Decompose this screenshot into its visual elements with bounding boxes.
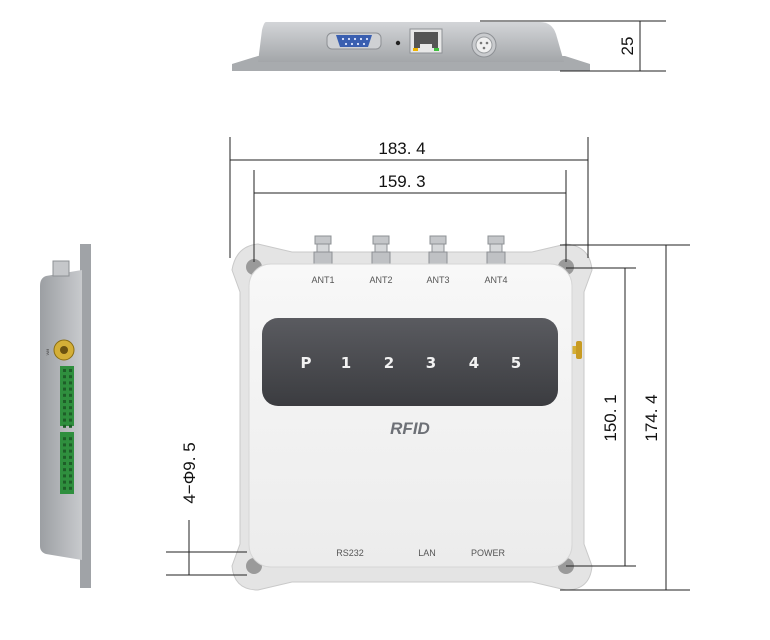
terminal-pin — [63, 418, 66, 422]
device-body — [248, 263, 573, 568]
bottom-port-label: POWER — [471, 548, 506, 558]
dimension-overall-height-label: 174. 4 — [642, 394, 661, 441]
indicator-label: 2 — [384, 354, 394, 372]
terminal-pin — [63, 393, 66, 397]
dimension-mount-hole-label: 4−Φ9. 5 — [180, 442, 199, 503]
bottom-port-label: LAN — [418, 548, 436, 558]
antenna-connectors — [313, 235, 506, 265]
bottom-port-labels: RS232 LAN POWER — [336, 548, 505, 558]
antenna-label: ANT1 — [311, 275, 334, 285]
terminal-pin — [63, 455, 66, 459]
antenna-label: ANT4 — [484, 275, 507, 285]
rj45-port-icon — [409, 28, 443, 54]
terminal-pin — [63, 468, 66, 472]
terminal-block-upper — [60, 366, 74, 426]
sma-connector-icon — [313, 235, 333, 265]
db9-connector-icon — [326, 32, 382, 50]
side-view-top-connector — [52, 260, 70, 277]
reset-hole-icon — [395, 40, 401, 46]
terminal-pin — [63, 474, 66, 478]
terminal-pin — [69, 387, 72, 391]
terminal-pin — [63, 443, 66, 447]
dimension-overall-width-label: 183. 4 — [378, 139, 425, 158]
side-wifi-label: Wifi — [45, 349, 50, 356]
top-view: 25 — [232, 20, 666, 72]
terminal-pin — [69, 375, 72, 379]
sma-connector-icon — [428, 235, 448, 265]
sma-connector-icon — [486, 235, 506, 265]
indicator-label: 4 — [469, 354, 479, 372]
terminal-pin — [69, 443, 72, 447]
terminal-pin — [63, 424, 66, 428]
indicator-label: 1 — [341, 354, 351, 372]
terminal-pin — [69, 424, 72, 428]
terminal-pin — [63, 486, 66, 490]
bottom-port-label: RS232 — [336, 548, 364, 558]
terminal-pin — [63, 387, 66, 391]
terminal-pin — [63, 369, 66, 372]
terminal-pin — [69, 486, 72, 490]
indicator-panel — [262, 318, 558, 406]
antenna-label: ANT2 — [369, 275, 392, 285]
terminal-pin — [69, 468, 72, 472]
terminal-pin — [69, 406, 72, 410]
coax-connector-icon — [53, 339, 75, 361]
indicator-label: 5 — [511, 354, 521, 372]
terminal-pin — [69, 480, 72, 484]
terminal-pin — [63, 375, 66, 379]
terminal-pin — [63, 437, 66, 441]
terminal-pin — [69, 418, 72, 422]
brand-logo-text: RFID — [390, 419, 430, 438]
terminal-pin — [63, 462, 66, 465]
antenna-label: ANT3 — [426, 275, 449, 285]
terminal-pin — [69, 474, 72, 478]
dimension-height-top-label: 25 — [618, 37, 637, 56]
dimension-height-top — [480, 20, 666, 72]
terminal-pin — [69, 393, 72, 397]
terminal-pin — [63, 480, 66, 484]
indicator-labels: P 1 2 3 4 5 — [301, 354, 522, 372]
power-connector-icon — [471, 32, 497, 58]
side-view: Wifi — [40, 244, 91, 588]
terminal-pin — [63, 449, 66, 453]
terminal-pin — [69, 369, 72, 372]
terminal-pin — [63, 400, 66, 403]
terminal-pin — [69, 455, 72, 459]
dimension-hole-spacing-height-label: 150. 1 — [601, 394, 620, 441]
side-view-flange — [80, 244, 91, 588]
indicator-label: P — [301, 354, 312, 372]
terminal-pin — [69, 412, 72, 416]
antenna-labels: ANT1 ANT2 ANT3 ANT4 — [311, 275, 507, 285]
dimension-lines — [166, 137, 690, 591]
terminal-pin — [69, 381, 72, 385]
sma-connector-icon — [371, 235, 391, 265]
terminal-pin — [63, 406, 66, 410]
terminal-pin — [69, 449, 72, 453]
terminal-pin — [63, 412, 66, 416]
dimension-hole-spacing-width-label: 159. 3 — [378, 172, 425, 191]
terminal-pin — [69, 462, 72, 465]
front-view: ANT1 ANT2 ANT3 ANT4 P 1 2 3 4 5 RFID RS2… — [231, 235, 593, 591]
terminal-pin — [69, 437, 72, 441]
terminal-pin — [63, 381, 66, 385]
terminal-pin — [69, 400, 72, 403]
indicator-label: 3 — [426, 354, 436, 372]
terminal-pins — [63, 369, 72, 490]
terminal-block-lower — [60, 432, 74, 494]
